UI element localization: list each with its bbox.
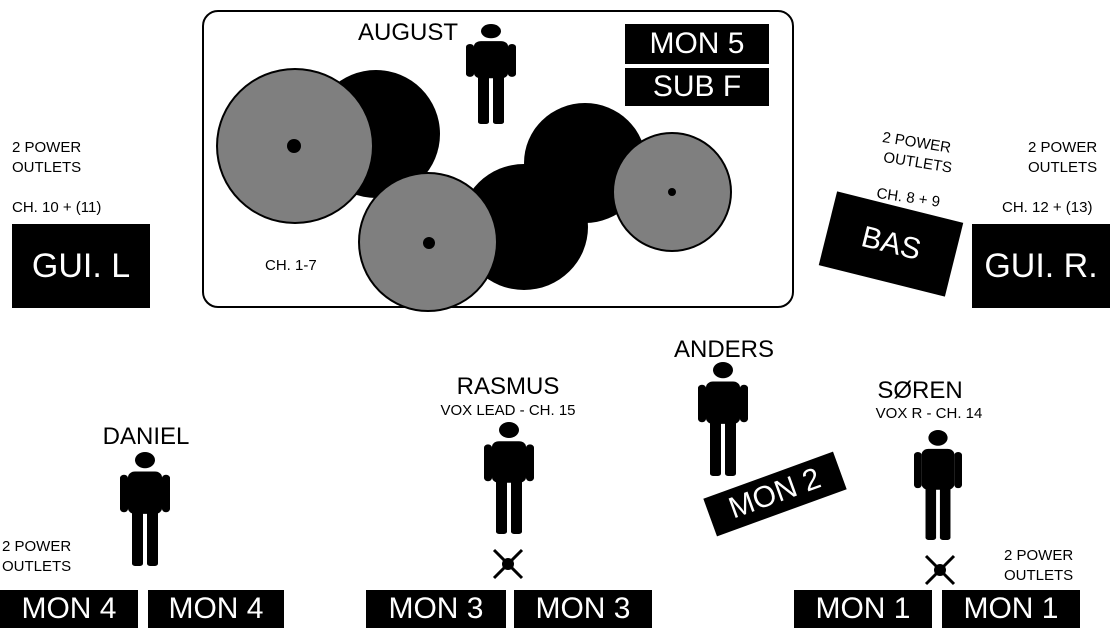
guitar-right-amp: GUI. R.: [972, 224, 1110, 308]
monitor-mon3: MON 3: [366, 590, 506, 628]
power-outlets-line2: OUTLETS: [12, 159, 82, 176]
rasmus-role: VOX LEAD - CH. 15: [440, 402, 576, 419]
monitor-mon1: MON 1: [794, 590, 932, 628]
anders-name: ANDERS: [673, 336, 775, 363]
soren-role: VOX R - CH. 14: [875, 405, 983, 422]
power-outlets-line2: OUTLETS: [1004, 567, 1074, 584]
rasmus-name: RASMUS: [456, 373, 560, 400]
monitor-mon4: MON 4: [0, 590, 138, 628]
monitor-mon1: MON 1: [942, 590, 1080, 628]
person-icon: [120, 452, 170, 566]
monitor-mon5: MON 5: [625, 24, 769, 64]
cymbal-center: [423, 237, 435, 249]
guitar-left-amp: GUI. L: [12, 224, 150, 308]
power-outlets-line1: 2 POWER: [1028, 139, 1098, 156]
soren-name: SØREN: [877, 377, 963, 404]
cymbal-center: [287, 139, 301, 153]
person-icon: [466, 24, 516, 124]
sub-fill: SUB F: [625, 68, 769, 106]
bass-amp: BAS: [818, 191, 964, 297]
power-outlets-line1: 2 POWER: [1004, 547, 1074, 564]
power-outlets-line1: 2 POWER: [2, 538, 72, 555]
daniel-name: DANIEL: [102, 423, 190, 450]
mic-stand-icon: [492, 548, 524, 580]
power-outlets-line2: OUTLETS: [2, 558, 72, 575]
monitor-mon3: MON 3: [514, 590, 652, 628]
cymbal-center: [668, 188, 676, 196]
monitor-mon4: MON 4: [148, 590, 284, 628]
power-outlets-line2: OUTLETS: [1028, 159, 1098, 176]
guitar-left-channel: CH. 10 + (11): [12, 199, 102, 216]
person-icon: [914, 430, 962, 540]
guitar-right-channel: CH. 12 + (13): [1002, 199, 1093, 216]
person-icon: [698, 362, 748, 476]
power-outlets-line1: 2 POWER: [12, 139, 82, 156]
mic-stand-icon: [924, 554, 956, 586]
drummer-name: AUGUST: [357, 19, 458, 46]
person-icon: [484, 422, 534, 534]
drum-channels: CH. 1-7: [265, 257, 317, 274]
drum-riser: [202, 10, 794, 308]
